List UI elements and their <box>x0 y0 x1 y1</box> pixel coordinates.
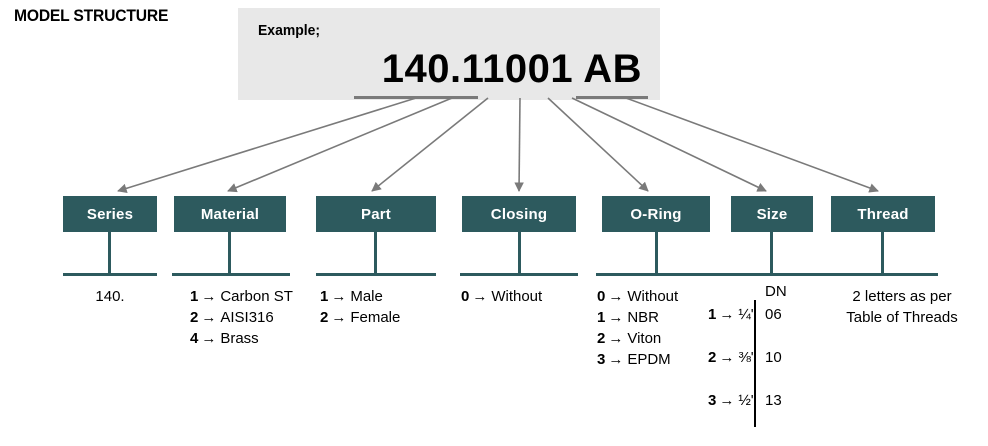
dn-value: 13 <box>765 392 782 409</box>
list-item: 2→⅜" <box>708 347 756 368</box>
category-box-part[interactable]: Part <box>316 196 436 232</box>
category-box-material[interactable]: Material <box>174 196 286 232</box>
example-underline-series <box>354 96 478 99</box>
stem-thread <box>881 232 884 274</box>
option-code: 0 <box>461 288 470 305</box>
option-code: 2 <box>190 309 199 326</box>
option-value: Male <box>350 288 383 305</box>
option-value: ⅜" <box>738 349 757 366</box>
option-code: 2 <box>320 309 329 326</box>
list-item: 3→½" <box>708 390 756 411</box>
category-box-series[interactable]: Series <box>63 196 157 232</box>
stem-closing <box>518 232 521 274</box>
arrow-icon: → <box>201 330 217 347</box>
arrow-icon: → <box>608 288 624 305</box>
option-value: EPDM <box>627 351 671 368</box>
category-box-oring[interactable]: O-Ring <box>602 196 710 232</box>
rule-oring <box>596 273 714 276</box>
arrow-icon: → <box>608 309 624 326</box>
example-code: 140.11001 AB <box>381 47 642 91</box>
category-box-thread[interactable]: Thread <box>831 196 935 232</box>
option-code: 2 <box>708 349 717 366</box>
option-value: AISI316 <box>220 309 274 326</box>
list-item: 0→Without <box>597 286 678 307</box>
option-value: ½" <box>738 392 757 409</box>
list-item: 4→Brass <box>190 328 293 349</box>
option-code: 3 <box>708 392 717 409</box>
option-value: Carbon ST <box>220 288 293 305</box>
option-code: 1 <box>190 288 199 305</box>
category-box-size[interactable]: Size <box>731 196 813 232</box>
stem-series <box>108 232 111 274</box>
stem-part <box>374 232 377 274</box>
arrow-icon: → <box>719 349 735 366</box>
dn-value: 06 <box>765 306 782 323</box>
list-item: 1→Male <box>320 286 400 307</box>
example-underline-thread <box>576 96 648 99</box>
option-value: Viton <box>627 330 662 347</box>
thread-note-line-1: 2 letters as per <box>852 288 952 305</box>
example-label: Example; <box>258 22 321 39</box>
dn-value: 10 <box>765 349 782 366</box>
rule-series <box>63 273 157 276</box>
size-dn-divider <box>754 300 756 427</box>
option-code: 1 <box>320 288 329 305</box>
series-value: 140. <box>95 288 125 305</box>
option-code: 4 <box>190 330 199 347</box>
option-value: Without <box>627 288 679 305</box>
option-code: 0 <box>597 288 606 305</box>
option-value: Female <box>350 309 401 326</box>
option-code: 2 <box>597 330 606 347</box>
rule-closing <box>460 273 578 276</box>
list-item: 2→AISI316 <box>190 307 293 328</box>
option-value: Brass <box>220 330 259 347</box>
option-code: 1 <box>708 306 717 323</box>
arrow-icon: → <box>331 309 347 326</box>
list-item: 2→Female <box>320 307 400 328</box>
part-options: 1→Male 2→Female <box>320 286 400 328</box>
category-box-closing[interactable]: Closing <box>462 196 576 232</box>
rule-part <box>316 273 436 276</box>
arrow-icon: → <box>331 288 347 305</box>
list-item: 2→Viton <box>597 328 678 349</box>
option-value: NBR <box>627 309 660 326</box>
arrow-icon: → <box>719 392 735 409</box>
oring-options: 0→Without 1→NBR 2→Viton 3→EPDM <box>597 286 678 370</box>
option-code: 3 <box>597 351 606 368</box>
closing-options: 0→Without <box>461 286 542 307</box>
rule-material <box>172 273 290 276</box>
rule-size <box>710 273 832 276</box>
list-item: 3→EPDM <box>597 349 678 370</box>
list-item: 1→Carbon ST <box>190 286 293 307</box>
option-value: Without <box>491 288 543 305</box>
option-value: ¼" <box>738 306 757 323</box>
arrow-icon: → <box>472 288 488 305</box>
arrow-icon: → <box>719 306 735 323</box>
dn-header: DN <box>765 283 787 300</box>
option-code: 1 <box>597 309 606 326</box>
material-options: 1→Carbon ST 2→AISI316 4→Brass <box>190 286 293 349</box>
example-panel: Example; 140.11001 AB <box>238 8 660 100</box>
arrow-icon: → <box>201 288 217 305</box>
page-title: MODEL STRUCTURE <box>14 6 169 25</box>
thread-note-line-2: Table of Threads <box>846 309 958 326</box>
arrow-icon: → <box>201 309 217 326</box>
rule-thread <box>826 273 938 276</box>
stem-material <box>228 232 231 274</box>
list-item: 0→Without <box>461 286 542 307</box>
stem-oring <box>655 232 658 274</box>
stem-size <box>770 232 773 274</box>
list-item: 1→¼" <box>708 304 756 325</box>
list-item: 1→NBR <box>597 307 678 328</box>
arrow-icon: → <box>608 351 624 368</box>
arrow-icon: → <box>608 330 624 347</box>
